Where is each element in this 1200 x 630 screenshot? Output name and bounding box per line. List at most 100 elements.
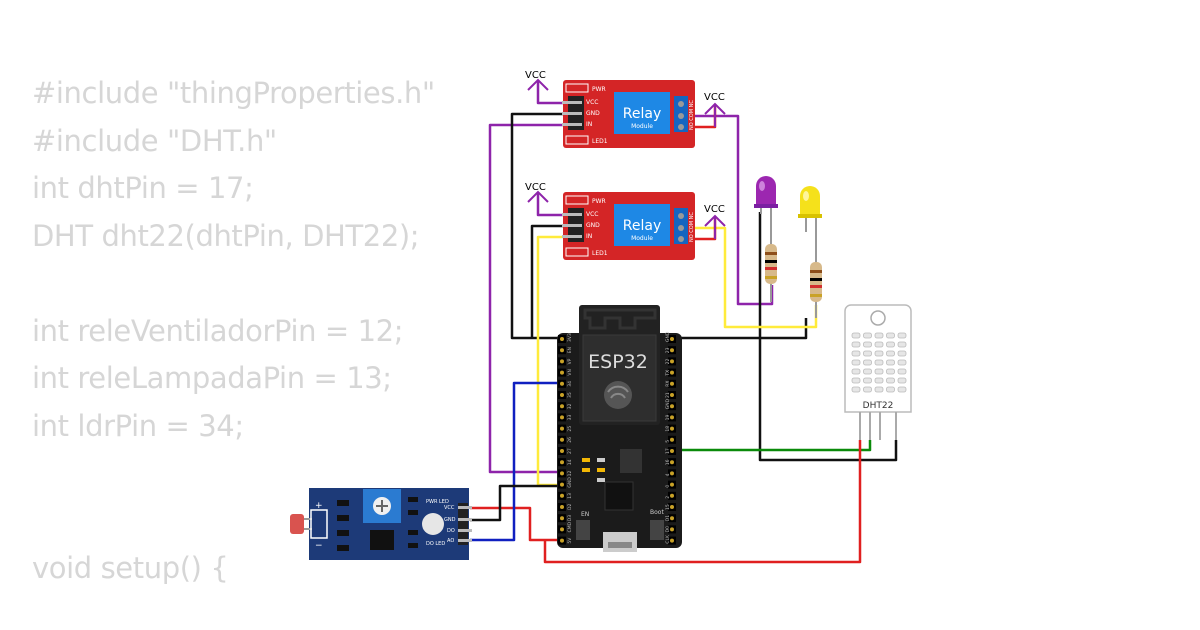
- resistor-purple-band-2: [765, 260, 777, 263]
- vcc-label-3: VCC: [704, 92, 725, 103]
- esp32-smd-5: [597, 478, 605, 482]
- vcc-arrow-2: [527, 190, 549, 215]
- dht22-vent-slot: [886, 377, 895, 384]
- ldr-label-gnd: GND: [444, 517, 456, 523]
- wire-red-dht-vcc: [543, 440, 862, 564]
- vcc-label-2: VCC: [525, 182, 546, 193]
- esp32-pin-contact: [560, 538, 564, 543]
- esp32-pin-contact: [670, 370, 674, 375]
- esp32-pin-label: 12: [567, 471, 573, 477]
- esp32-pin-label: GND: [567, 477, 573, 488]
- wire-red-ldr-vcc: [470, 506, 565, 542]
- vcc-arrow-3: [704, 102, 726, 127]
- esp32-pin-contact: [670, 437, 674, 442]
- relay-module-bottom[interactable]: PWR LED1 VCC GND IN Relay Module NO COM …: [562, 192, 695, 260]
- esp32-boot-label: Boot: [650, 509, 664, 516]
- esp32-pin-label: 15: [665, 504, 671, 510]
- dht22-vent-slot: [851, 377, 861, 384]
- code-line: DHT dht22(dhtPin, DHT22);: [32, 218, 420, 253]
- code-line: int releLampadaPin = 13;: [32, 361, 392, 395]
- relay-top-pwr-led: [565, 83, 589, 93]
- ldr-label-do: DO: [447, 528, 455, 534]
- code-line: #include "DHT.h": [32, 123, 277, 158]
- esp32-pin-label: 34: [567, 381, 573, 387]
- esp32-pin-label: VN: [567, 369, 573, 375]
- ldr-smd-2: [337, 515, 349, 521]
- resistor-purple-band-3: [765, 267, 777, 270]
- code-line: int ldrPin = 34;: [32, 408, 244, 443]
- ldr-smd-5: [408, 497, 418, 502]
- dht22-vent-slot: [863, 359, 872, 366]
- dht22-sensor[interactable]: DHT22: [844, 304, 912, 440]
- esp32-smd-3: [597, 458, 605, 462]
- dht22-vent-slot: [897, 350, 907, 357]
- esp32-pin-label: D1: [665, 515, 671, 521]
- relay-bottom-label-gnd: GND: [586, 222, 600, 229]
- esp32-pin-label: 35: [567, 392, 573, 398]
- dht22-vent-slot: [863, 368, 872, 375]
- led-yellow[interactable]: [798, 186, 822, 256]
- espressif-logo-mark: [607, 385, 629, 399]
- wire-black-ldr-gnd: [470, 484, 565, 522]
- relay-top-body: [614, 92, 670, 134]
- led-purple-rim: [754, 204, 778, 208]
- esp32-pin-contact: [560, 527, 564, 532]
- esp32-pin-contact: [670, 415, 674, 420]
- esp32-pin-contact: [560, 359, 564, 364]
- wire-blue-ldr-ao: [470, 381, 565, 542]
- vcc-arrows: [527, 78, 726, 239]
- code-line: #include "thingProperties.h": [32, 76, 435, 110]
- code-line: int dhtPin = 17;: [32, 171, 254, 205]
- ldr-minus-label: −: [315, 541, 323, 551]
- relay-bottom-subtitle: Module: [631, 235, 653, 242]
- wire-black-gnd-dht: [758, 338, 898, 462]
- relay-module-top[interactable]: PWR LED1 VCC GND IN Relay Module NO COM …: [562, 80, 695, 148]
- resistor-purple[interactable]: [765, 236, 777, 302]
- relay-bottom-led1-label: LED1: [592, 250, 608, 257]
- ldr-potentiometer-slot-icon: [376, 500, 388, 512]
- esp32-pin-label: TX: [665, 370, 671, 377]
- ldr-comparator-chip: [370, 530, 394, 550]
- relay-bottom-pin-gnd: [562, 224, 582, 227]
- esp32-pin-label: 3V3: [567, 333, 573, 342]
- led-purple-highlight: [759, 181, 765, 191]
- ldr-pin-ao: [458, 539, 472, 542]
- relay-bottom-pin-vcc: [562, 213, 582, 216]
- esp32-pin-label: 16: [665, 459, 671, 465]
- ldr-module[interactable]: + − PWR LED DO LED VCC GND DO AO: [290, 488, 472, 560]
- esp32-boot-button[interactable]: [650, 520, 664, 540]
- dht22-vent-grid: [851, 332, 907, 393]
- relay-top-pin-in: [562, 123, 582, 126]
- ldr-led-indicator: [422, 513, 444, 535]
- esp32-pin-label: 18: [665, 426, 671, 432]
- esp32-smd-1: [582, 458, 590, 462]
- esp32-pin-label: 17: [665, 448, 671, 454]
- ldr-pin-do: [458, 529, 472, 532]
- dht22-vent-slot: [886, 332, 895, 339]
- esp32-board[interactable]: ESP32 EN Boot 3V3ENVPVN34353233252627141…: [557, 305, 682, 552]
- esp32-pin-label: 13: [567, 493, 573, 499]
- esp32-en-button[interactable]: [576, 520, 590, 540]
- esp32-pin-contact: [560, 460, 564, 465]
- resistor-yellow[interactable]: [810, 256, 822, 318]
- dht22-vent-slot: [863, 377, 872, 384]
- dht22-vent-slot: [886, 359, 895, 366]
- led-purple[interactable]: [754, 176, 778, 236]
- ldr-socket: [310, 509, 328, 539]
- esp32-pin-label: 0: [665, 485, 671, 488]
- esp32-pin-label: 33: [567, 415, 573, 421]
- relay-bottom-label-in: IN: [586, 233, 592, 240]
- relay-bottom-terminal-no: [678, 213, 684, 219]
- dht22-vent-slot: [863, 341, 872, 348]
- relay-top-label-vcc: VCC: [586, 99, 598, 106]
- ldr-smd-7: [408, 530, 418, 535]
- esp32-pin-label: 2: [665, 496, 671, 499]
- esp32-pin-contact: [560, 449, 564, 453]
- esp32-pin-contact: [670, 516, 674, 521]
- dht22-vent-slot: [874, 350, 884, 357]
- esp32-label: ESP32: [588, 351, 648, 373]
- relay-top-led1-label: LED1: [592, 138, 608, 145]
- esp32-pin-contact: [670, 348, 674, 353]
- dht22-vent-slot: [874, 377, 884, 384]
